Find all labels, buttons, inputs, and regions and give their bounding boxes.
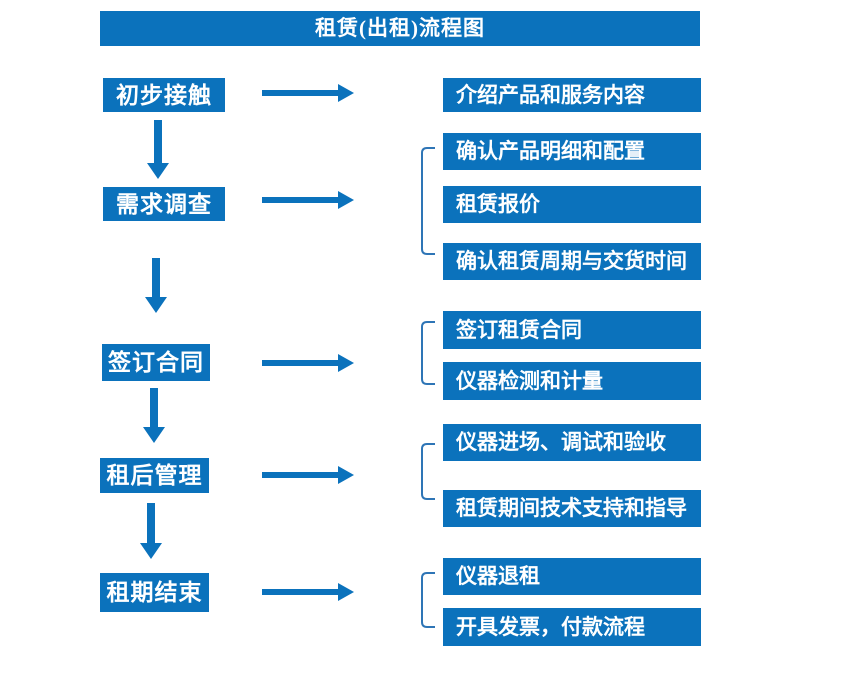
diagram-title: 租赁(出租)流程图 — [100, 11, 700, 46]
step-box-initial-contact: 初步接触 — [103, 78, 225, 112]
step-box-post-rental-management: 租后管理 — [100, 458, 209, 493]
step-box-rental-end: 租期结束 — [100, 573, 209, 612]
bracket-post-rental-group — [420, 443, 436, 500]
horizontal-arrow-5 — [262, 582, 354, 602]
horizontal-arrow-2 — [262, 190, 354, 210]
detail-box-instrument-setup-acceptance: 仪器进场、调试和验收 — [443, 424, 701, 461]
detail-box-instrument-testing: 仪器检测和计量 — [443, 362, 701, 400]
horizontal-arrow-1 — [262, 83, 354, 103]
vertical-arrow-2 — [145, 258, 167, 313]
detail-box-sign-rental-contract: 签订租赁合同 — [443, 311, 701, 349]
vertical-arrow-1 — [147, 120, 169, 179]
vertical-arrow-3 — [143, 388, 165, 443]
bracket-demand-survey-group — [420, 147, 436, 255]
detail-box-confirm-product-details: 确认产品明细和配置 — [443, 133, 701, 170]
horizontal-arrow-4 — [262, 465, 354, 485]
detail-box-invoice-payment: 开具发票，付款流程 — [443, 608, 701, 646]
detail-box-confirm-rental-period: 确认租赁周期与交货时间 — [443, 243, 701, 280]
step-box-demand-survey: 需求调查 — [103, 187, 225, 221]
detail-box-instrument-return: 仪器退租 — [443, 558, 701, 595]
step-box-sign-contract: 签订合同 — [102, 344, 210, 381]
vertical-arrow-4 — [140, 503, 162, 559]
bracket-rental-end-group — [420, 572, 436, 628]
detail-box-technical-support: 租赁期间技术支持和指导 — [443, 490, 701, 527]
horizontal-arrow-3 — [262, 353, 354, 373]
bracket-sign-contract-group — [420, 321, 436, 385]
detail-box-rental-quotation: 租赁报价 — [443, 186, 701, 223]
detail-box-introduce-products: 介绍产品和服务内容 — [443, 78, 701, 112]
